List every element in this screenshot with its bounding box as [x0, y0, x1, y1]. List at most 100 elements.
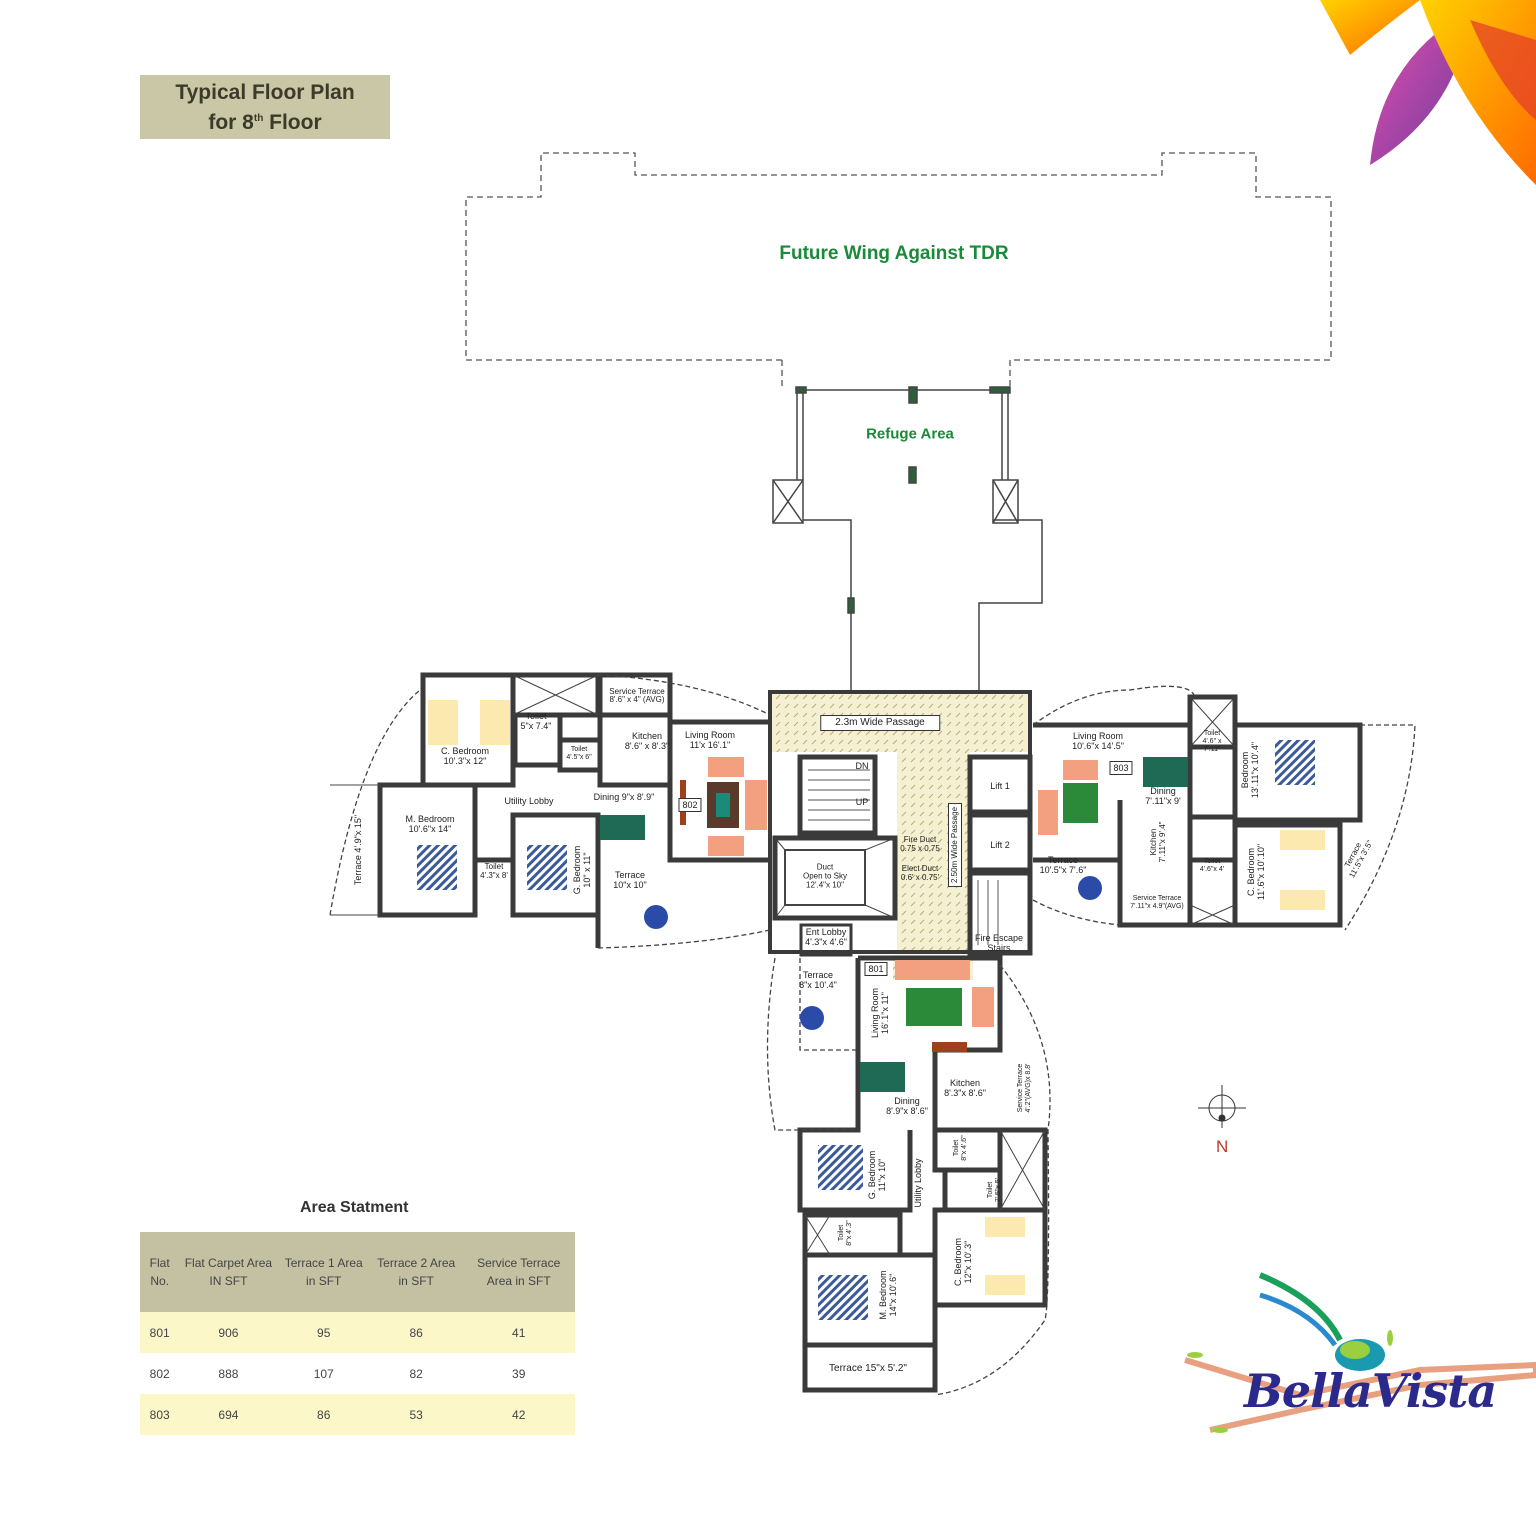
title-line2-prefix: for 8 — [208, 111, 254, 134]
room-label-text: 4'.3"x 8' — [480, 871, 508, 880]
room-label-text: Open to Sky — [802, 871, 848, 881]
room-label-text: 4'.5"x 6" — [566, 754, 592, 761]
page-title: Typical Floor Plan for 8th Floor — [140, 75, 390, 139]
col-flat-no: Flat No. — [140, 1232, 180, 1312]
flat-801-walls — [797, 955, 1048, 1393]
room-label-text: 4'.2"(AVG)x 8.8' — [1025, 1063, 1032, 1113]
room-label-text: 4'.3"x 4'.6" — [805, 937, 847, 947]
room-label-text: C. Bedroom — [440, 746, 490, 756]
cell: 82 — [409, 1366, 423, 1381]
room-label-text: Ent Lobby — [805, 927, 847, 937]
room-label-text: 13'.11"x 10'.4" — [1250, 741, 1260, 799]
room-label-text: 8"x 4'.3" — [846, 1220, 853, 1246]
room-label-text: 11'.6"x 10'.10" — [1256, 843, 1266, 901]
room-label-text: 12'.4"x 10" — [806, 880, 844, 890]
cell: 694 — [179, 1394, 278, 1435]
future-wing-label: Future Wing Against TDR — [779, 243, 1009, 264]
title-line1: Typical Floor Plan — [175, 81, 355, 104]
room-label-text: Dining — [894, 1096, 920, 1106]
cell: 86 — [369, 1312, 463, 1353]
room-label-text: M. Bedroom — [405, 814, 455, 824]
col-terrace-2: Terrace 2 Area in SFT — [369, 1232, 463, 1312]
refuge-area-walls — [772, 386, 1043, 690]
flat-801-number: 801 — [864, 962, 888, 976]
room-label-text: M. Bedroom — [878, 1270, 888, 1320]
room-label-text: Fire Duct — [903, 835, 937, 844]
room-label-text: 5"x 7.4" — [520, 721, 552, 731]
wide-passage-2: 2.50m Wide Passage — [948, 802, 962, 888]
col-service-terrace: Service Terrace Area in SFT — [462, 1232, 575, 1312]
room-802-utility-lobby: Utility Lobby — [504, 796, 553, 806]
room-label-text: Toilet — [525, 711, 547, 721]
room-label-text: 8"x 10'.4" — [799, 980, 837, 990]
title-line2: for 8th Floor — [140, 106, 390, 136]
room-label-text: Dining — [1150, 786, 1176, 796]
room-label-text: Kitchen — [1149, 828, 1158, 856]
cell: 888 — [218, 1366, 239, 1381]
room-802-dining: Dining 9"x 8'.9" — [594, 792, 655, 802]
flat-803-number: 803 — [1109, 761, 1133, 775]
room-label-text: Toilet — [953, 1139, 960, 1157]
room-label-text: Toilet — [1203, 858, 1221, 865]
cell: 801 — [140, 1312, 180, 1353]
cell: 107 — [313, 1366, 334, 1381]
room-801-terrace-2: Terrace 15"x 5'.2" — [829, 1364, 907, 1374]
terrace-arc-803 — [1032, 685, 1416, 931]
room-label-text: 8'.3"x 8'.6" — [944, 1088, 986, 1098]
room-label-text: Service Terrace — [1017, 1063, 1024, 1113]
cell: 906 — [179, 1312, 278, 1353]
room-label-text: Toilet — [838, 1224, 845, 1242]
room-label-text: 7'.11"x 9'.4" — [1158, 821, 1167, 863]
room-label-text: 10'.6"x 14" — [408, 824, 452, 834]
bellavista-logo — [1184, 1272, 1536, 1433]
room-label-text: 14"x 10'.6" — [888, 1273, 898, 1317]
room-label-text: 16'.1"x 11" — [880, 992, 890, 1034]
room-label-text: C. Bedroom — [1246, 847, 1256, 897]
cell: 39 — [512, 1366, 526, 1381]
room-label-text: Service Terrace — [609, 687, 665, 696]
room-label-text: 8'.9"x 8'.6" — [886, 1106, 928, 1116]
room-label-text: Dining 9"x 8'.9" — [593, 792, 655, 802]
flat-803-walls — [1033, 694, 1363, 928]
room-label-text: Kitchen — [631, 731, 663, 741]
decorative-petals — [1320, 0, 1536, 185]
room-label-text: Utility Lobby — [504, 796, 554, 806]
lift-1: Lift 1 — [990, 781, 1010, 791]
passage-label: 2.3m Wide Passage — [820, 715, 940, 731]
room-label-text: 10'.5"x 7'.6" — [1039, 865, 1087, 875]
cell: 41 — [462, 1312, 575, 1353]
room-label-text: Fire Escape — [974, 933, 1024, 943]
room-label-text: Toilet — [570, 746, 588, 753]
room-label-text: 8"x 4'.6" — [961, 1135, 968, 1161]
bellavista-logo-text: BellaVista — [1244, 1364, 1497, 1418]
room-label-text: Living Room — [1072, 731, 1124, 741]
room-label-text: Terrace 15"x 5'.2" — [829, 1363, 907, 1374]
room-label-text: Duct — [816, 862, 834, 872]
